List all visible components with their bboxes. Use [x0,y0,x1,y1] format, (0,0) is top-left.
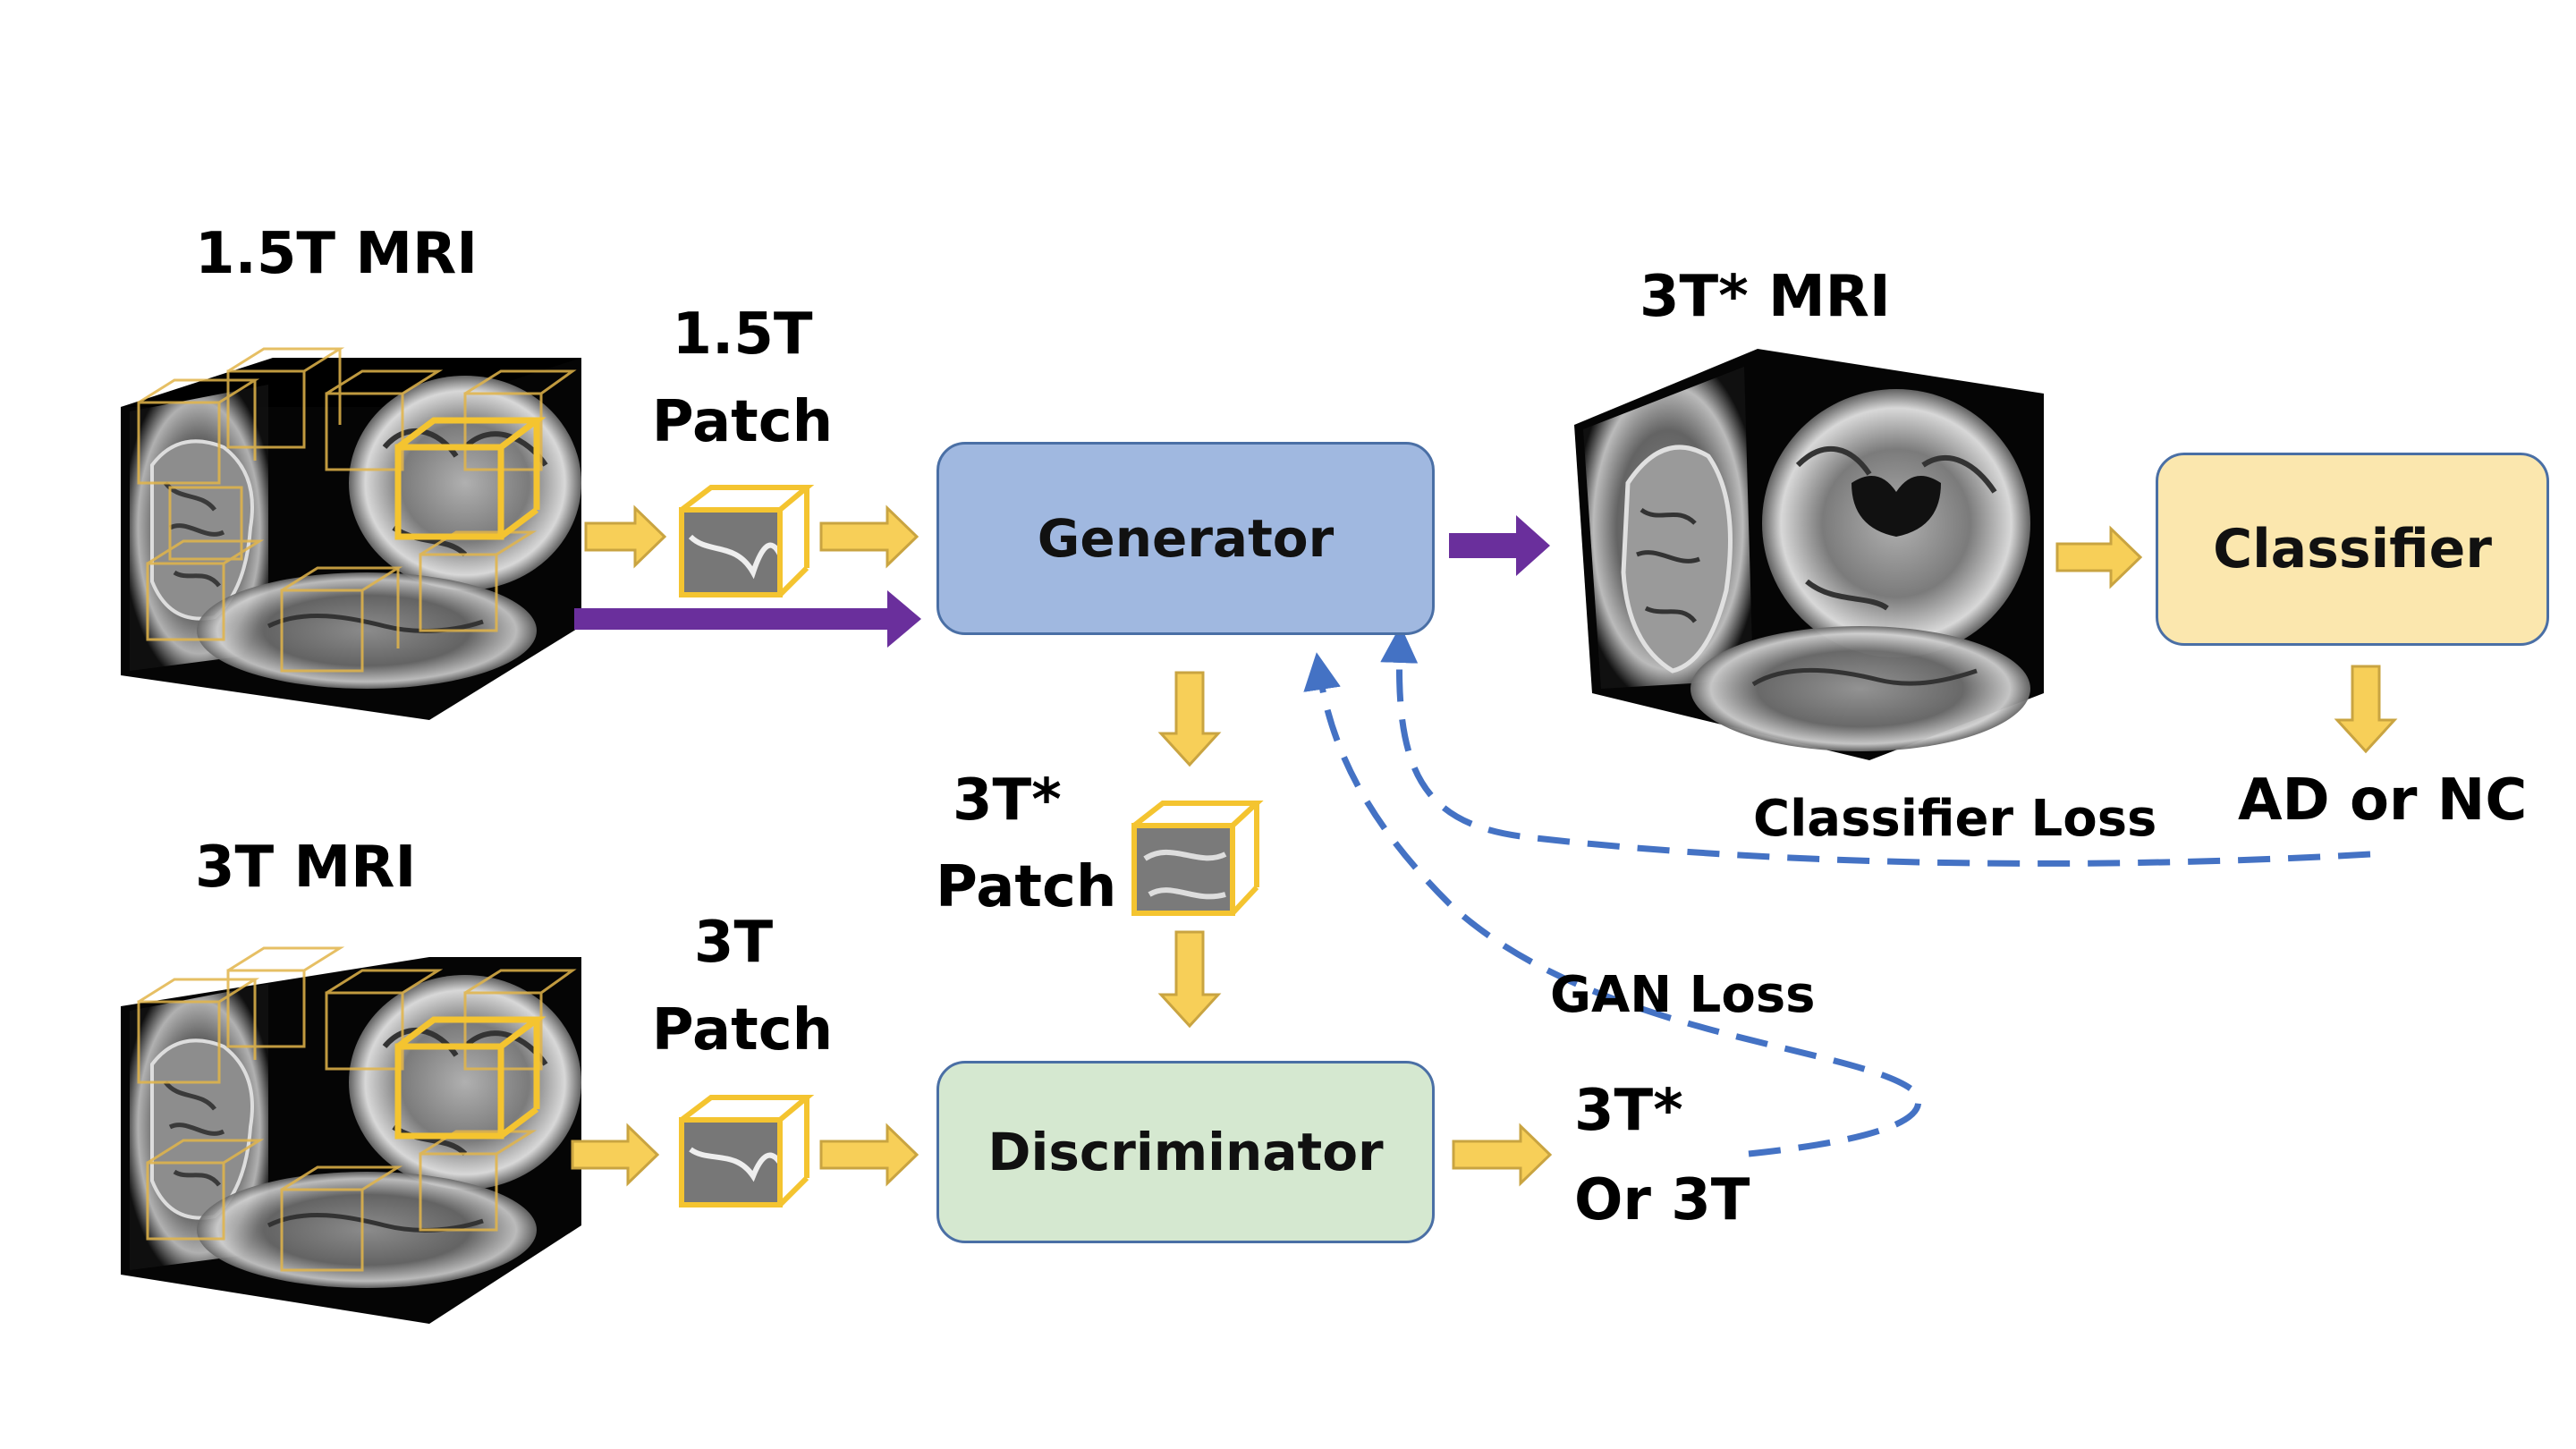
gan-loss-path [1303,652,1922,1157]
patch-3t-label-line1: 3T [693,910,774,976]
purple-arrows [574,515,1550,648]
patch-15t-label-line2: Patch [651,389,834,455]
patch-cube-3t-star [1131,801,1264,916]
classifier-box: Classifier [2156,453,2549,646]
mri-3t-label: 3T MRI [195,835,417,901]
gan-loss-label: GAN Loss [1550,966,1816,1024]
discriminator-label: Discriminator [987,1122,1384,1182]
patch-cube-15t [679,485,815,597]
arrow-generator-to-cube3ts [1449,515,1550,576]
generator-box: Generator [936,442,1435,635]
patch-3t-star-label-line1: 3T* [953,767,1062,834]
patch-3t-label-line2: Patch [651,997,834,1063]
classifier-label: Classifier [2213,518,2492,580]
patch-cube-3t [679,1095,815,1208]
classifier-loss-path [1380,625,2371,867]
output-label-line1: 3T* [1574,1078,1683,1144]
mri-cube-3t [121,946,581,1324]
arrow-cube15-to-patch [584,504,667,569]
block-arrows [571,504,2398,1187]
arrow-generator-to-patch3ts [1157,671,1222,767]
generator-label: Generator [1037,508,1335,569]
mri-cube-3t-star [1574,349,2044,760]
arrow-cube3t-to-patch [571,1123,660,1187]
mri-3t-star-label: 3T* MRI [1640,264,1891,330]
mri-15t-label: 1.5T MRI [195,221,479,287]
arrow-discriminator-to-output [1452,1123,1553,1187]
arrow-patch15-to-generator [819,504,919,569]
mri-cube-15t [121,347,581,720]
patch-3t-star-label-line2: Patch [936,854,1117,920]
discriminator-box: Discriminator [936,1061,1435,1243]
patch-15t-label-line1: 1.5T [672,301,813,368]
arrow-classifier-to-result [2334,665,2398,754]
arrow-cube3ts-to-classifier [2055,525,2143,589]
classifier-loss-label: Classifier Loss [1753,790,2157,848]
output-label-line2: Or 3T [1574,1167,1750,1233]
arrow-patch3t-to-discriminator [819,1123,919,1187]
arrow-cube15-to-generator [574,590,921,648]
result-label: AD or NC [2238,767,2528,834]
arrow-patch3ts-to-discriminator [1157,930,1222,1029]
